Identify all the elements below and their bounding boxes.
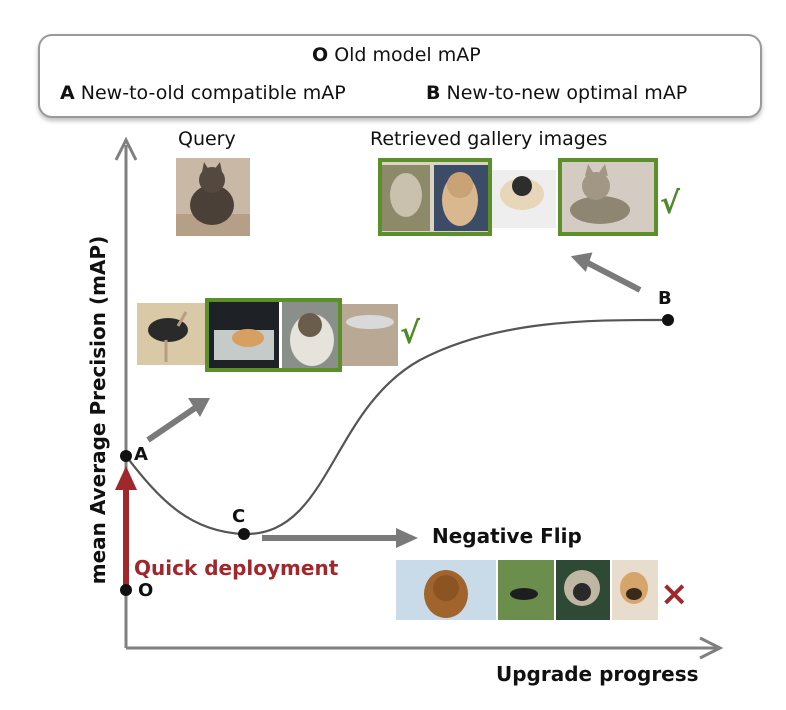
- legend-b-symbol: B: [426, 82, 441, 104]
- quick-deployment-arrowhead: [115, 466, 137, 490]
- point-b-label: B: [658, 288, 672, 309]
- a-match-frame: [205, 298, 342, 372]
- point-c: [238, 528, 250, 540]
- point-b: [662, 314, 674, 326]
- arrow-b-head: [570, 252, 593, 272]
- legend-old-symbol: O: [312, 44, 329, 66]
- legend-b-entry: B New-to-new optimal mAP: [426, 82, 687, 104]
- x-axis-label: Upgrade progress: [496, 662, 699, 686]
- retrieved-label: Retrieved gallery images: [370, 128, 608, 150]
- legend-a-symbol: A: [60, 82, 75, 104]
- retrieved-match-frame-2: [558, 158, 658, 236]
- legend-b-label: New-to-new optimal mAP: [446, 82, 688, 104]
- arrow-a-to-results: [146, 403, 200, 443]
- legend-a-entry: A New-to-old compatible mAP: [60, 82, 346, 104]
- a-results-row: [137, 300, 398, 370]
- point-o-label: O: [138, 580, 154, 601]
- legend-box: [38, 34, 762, 118]
- query-image: [176, 158, 250, 236]
- legend-old-label: Old model mAP: [334, 44, 481, 66]
- legend-a-label: New-to-old compatible mAP: [80, 82, 346, 104]
- point-c-label: C: [232, 506, 246, 527]
- quick-deployment-label: Quick deployment: [134, 556, 339, 580]
- query-label: Query: [178, 128, 236, 150]
- legend-old-entry: O Old model mAP: [312, 44, 481, 66]
- y-axis-label: mean Average Precision (mAP): [86, 235, 110, 585]
- negative-flip-row: [396, 560, 658, 620]
- compatibility-curve: [125, 318, 669, 536]
- point-a-label: A: [134, 444, 148, 465]
- arrow-b-to-results: [584, 259, 642, 293]
- retrieved-gallery: [380, 160, 656, 234]
- a-check-mark: √: [400, 316, 421, 351]
- retrieved-check-mark: √: [660, 186, 681, 221]
- retrieved-match-frame: [378, 158, 492, 236]
- arrow-c-head: [396, 528, 418, 548]
- arrow-a-head: [188, 398, 210, 417]
- a-result-blimp: [342, 304, 398, 366]
- x-axis-arrowhead: [699, 636, 724, 660]
- negative-flip-cross: ×: [660, 574, 689, 614]
- point-o: [120, 584, 132, 596]
- y-axis-arrowhead: [114, 136, 138, 161]
- negative-flip-label: Negative Flip: [432, 524, 582, 548]
- point-a: [120, 450, 132, 462]
